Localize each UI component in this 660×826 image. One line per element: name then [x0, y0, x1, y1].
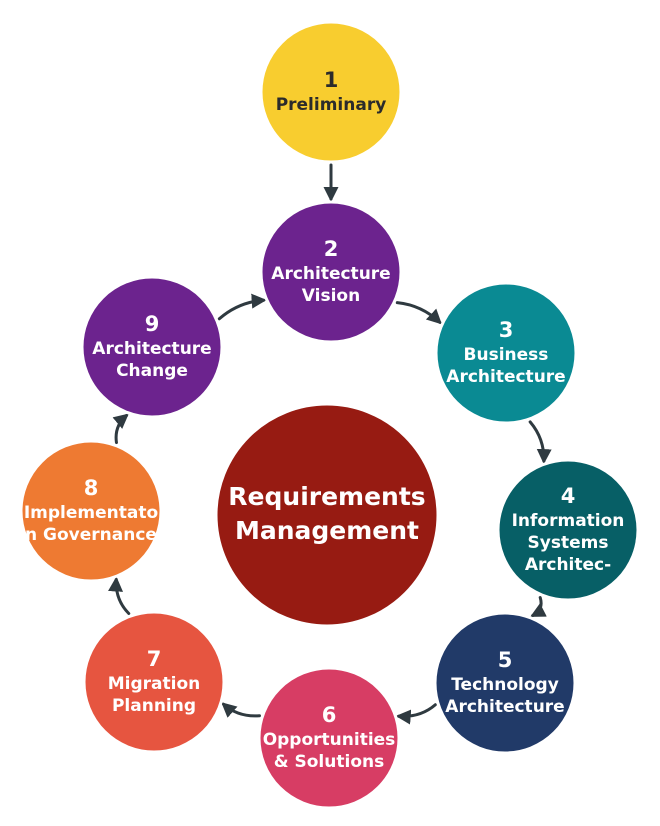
phase-circle — [259, 200, 403, 344]
phase-number: 7 — [147, 647, 162, 671]
phase-label-line: n Governance — [25, 525, 157, 545]
phase-label-line: Architec- — [525, 555, 611, 575]
arrow-migration-planning-to-implementation-governance — [108, 576, 131, 616]
phase-number: 9 — [145, 312, 160, 336]
phase-label-line: & Solutions — [274, 752, 384, 772]
phase-label-line: Opportunities — [263, 730, 396, 750]
phase-label-line: Information — [512, 511, 625, 531]
phase-circle — [82, 610, 226, 754]
arrow-implementation-governance-to-architecture-change — [112, 413, 129, 445]
phase-number: 3 — [499, 318, 514, 342]
phase-number: 1 — [324, 68, 339, 92]
center-label-line: Management — [235, 516, 419, 545]
phase-number: 4 — [561, 484, 576, 508]
arrow-architecture-change-to-architecture-vision — [217, 293, 267, 321]
phase-circle — [257, 666, 401, 810]
phase-number: 8 — [84, 476, 99, 500]
center-label-line: Requirements — [228, 482, 425, 511]
phase-label-line: Systems — [528, 533, 609, 553]
arrow-opportunities-solutions-to-migration-planning — [221, 702, 261, 718]
phase-label-line: Architecture — [446, 367, 565, 387]
phase-circle — [496, 458, 640, 602]
phase-number: 5 — [498, 648, 513, 672]
arrow-information-systems-architecture-to-technology-architecture — [530, 596, 547, 617]
phase-label-line: Architecture — [445, 697, 564, 717]
phase-circle — [433, 611, 577, 755]
phase-label-line: Architecture — [271, 264, 390, 284]
phase-circle — [19, 439, 163, 583]
phase-label-line: Vision — [302, 286, 360, 306]
phase-label-line: Migration — [108, 674, 201, 694]
arrow-technology-architecture-to-opportunities-solutions — [395, 703, 437, 725]
arrow-business-architecture-to-information-systems-architecture — [528, 420, 552, 465]
phase-label-line: Change — [116, 361, 188, 381]
phase-label-line: Preliminary — [276, 95, 387, 115]
phase-label-line: Implementato — [24, 503, 158, 523]
phase-label-line: Planning — [112, 696, 196, 716]
center-circle — [214, 402, 440, 628]
phase-circle — [434, 281, 578, 425]
phase-circle — [259, 20, 403, 164]
phase-number: 6 — [322, 703, 337, 727]
phase-number: 2 — [324, 237, 339, 261]
phase-circle — [80, 275, 224, 419]
phase-label-line: Technology — [451, 675, 559, 695]
phase-label-line: Business — [464, 345, 549, 365]
arrow-architecture-vision-to-business-architecture — [395, 301, 442, 325]
edges-layer — [108, 163, 552, 725]
phase-label-line: Architecture — [92, 339, 211, 359]
nodes-layer: 1Preliminary2ArchitectureVision3Business… — [19, 20, 640, 810]
